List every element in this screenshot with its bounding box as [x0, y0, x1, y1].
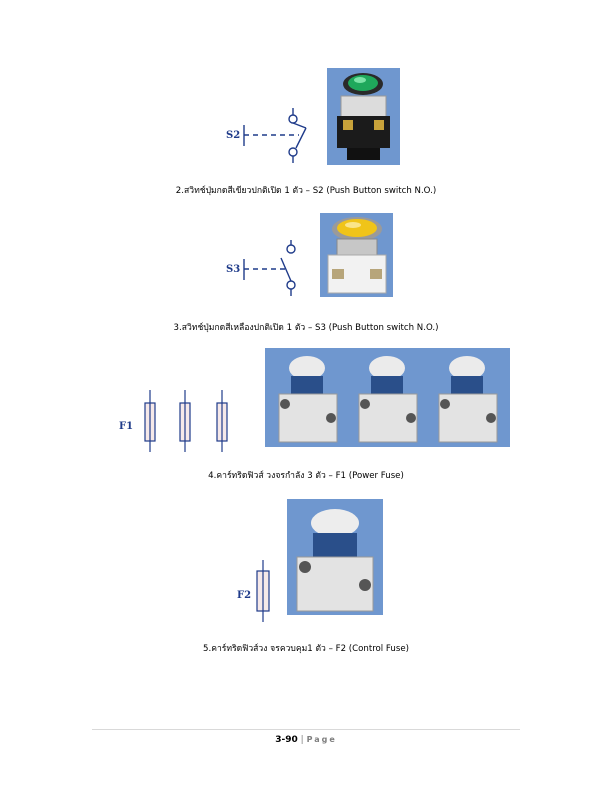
- green-push-button-photo: [327, 68, 400, 165]
- control-fuse-photo: [287, 499, 383, 615]
- page-number: 3-90: [275, 735, 298, 745]
- f2-label: F2: [237, 590, 252, 601]
- s3-switch-symbol: [243, 240, 296, 296]
- green-push-button-icon: [327, 68, 400, 165]
- f1-fuse-symbols: [144, 390, 228, 452]
- caption-s3: 3.สวิทช์ปุ่มกดสีเหลืองปกติเปิด 1 ตัว – S…: [173, 323, 439, 333]
- f1-label: F1: [119, 421, 134, 432]
- caption-s2: 2.สวิทช์ปุ่มกดสีเขียวปกติเปิด 1 ตัว – S2…: [175, 186, 437, 196]
- page-footer: 3-90 | Page: [0, 735, 612, 745]
- s3-label: S3: [226, 264, 241, 275]
- page-word: Page: [306, 735, 337, 744]
- s2-label: S2: [226, 130, 241, 141]
- footer-divider: [92, 729, 520, 730]
- power-fuse-photo: [265, 348, 510, 447]
- power-fuse-icons: [265, 348, 510, 447]
- yellow-push-button-icon: [320, 213, 393, 297]
- f2-fuse-symbol: [256, 560, 270, 622]
- footer-separator: |: [300, 735, 304, 745]
- caption-f2: 5.คาร์ทริดฟิวส์วง จรควบคุม1 ตัว – F2 (Co…: [203, 644, 409, 654]
- caption-f1: 4.คาร์ทริดฟิวส์ วงจรกำลัง 3 ตัว – F1 (Po…: [208, 471, 404, 481]
- s2-switch-symbol: [243, 108, 307, 163]
- control-fuse-icon: [287, 499, 383, 615]
- yellow-push-button-photo: [320, 213, 393, 297]
